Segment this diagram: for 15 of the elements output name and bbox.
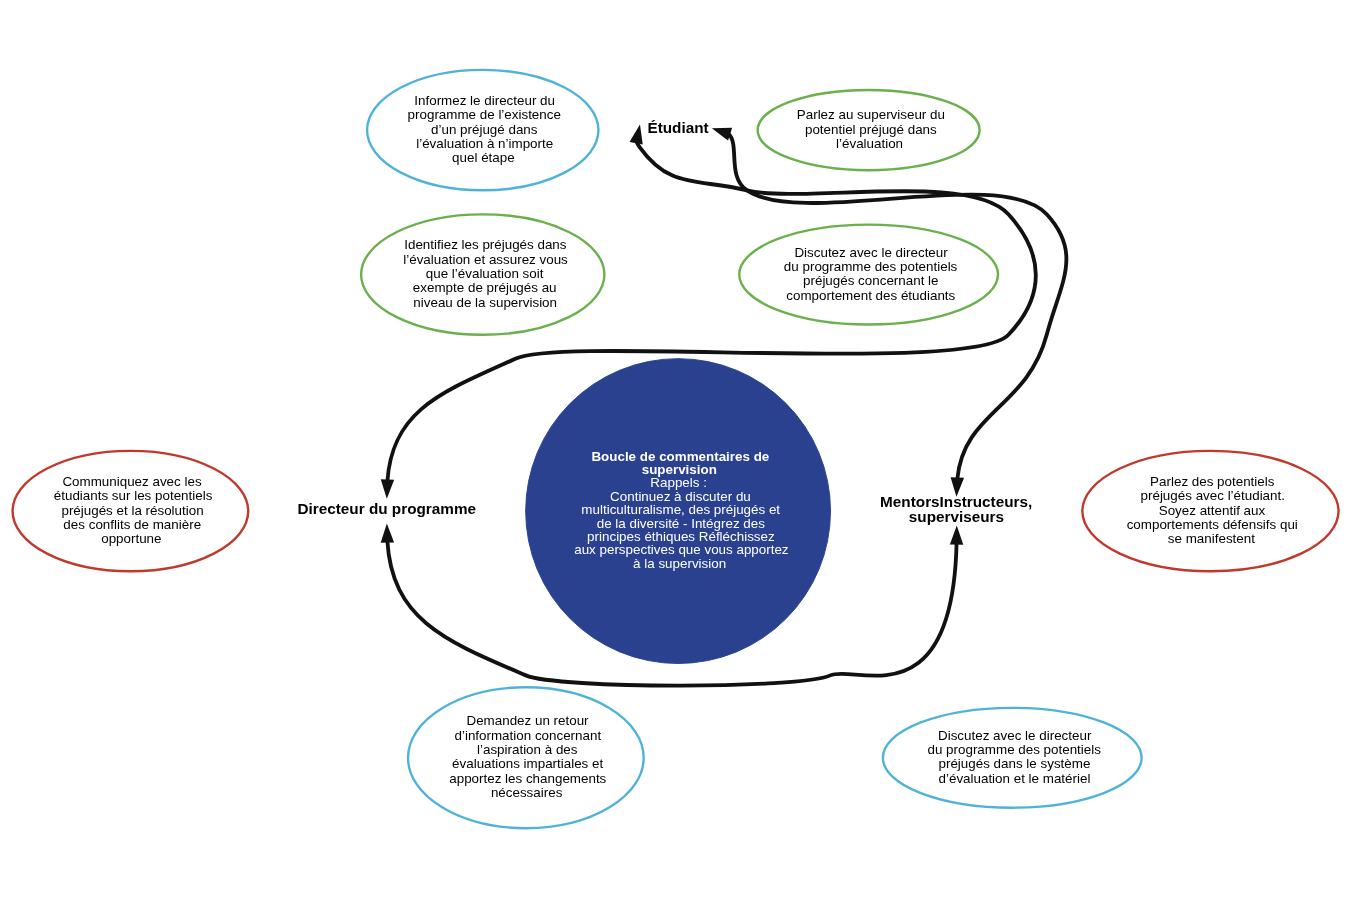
node-ellipse: Informez le directeur du programme de l’existence d’un préjugé dans l’évaluation à n’importe quel étape xyxy=(365,68,600,192)
node-ellipse: Communiquez avec les étudiants sur les potentiels préjugés et la résolution des conflits de manière opportune xyxy=(11,449,250,573)
arrow xyxy=(380,523,964,688)
node-text: Étudiant xyxy=(647,118,709,136)
node-ellipse: Discutez avec le directeur du programme des potentiels préjugés concernant le comportement des étudiants xyxy=(738,223,1000,326)
node-ellipse: Demandez un retour d’information concernant l’aspiration à des évaluations impartiales et apportez les changements nécessaires xyxy=(406,686,645,830)
node-ellipse: Identifiez les préjugés dans l’évaluation et assurez vous que l’évaluation soit exempte de préjugés au niveau de la supervision xyxy=(359,213,606,336)
node-ellipse: Parlez au superviseur du potentiel préjugé dans l’évaluation xyxy=(756,88,981,172)
node-ellipse: Parlez des potentiels préjugés avec l’étudiant. Soyez attentif aux comportements défensifs qui se manifestent xyxy=(1081,449,1340,573)
node-text: MentorsInstructeurs, superviseurs xyxy=(880,493,1033,526)
arrow xyxy=(711,127,1069,497)
node-circle: Boucle de commentaires de supervision Rappels : Continuez à discuter du multiculturalisme, des préjugés et de la diversité - Intégrez des principes éthiques Réfléchissez aux perspectives que vous apportez à la supervision xyxy=(525,358,831,664)
node-text: Directeur du programme xyxy=(297,499,476,517)
arrow xyxy=(380,124,1038,499)
node-ellipse: Discutez avec le directeur du programme des potentiels préjugés dans le système d’évaluation et le matériel xyxy=(881,706,1143,809)
